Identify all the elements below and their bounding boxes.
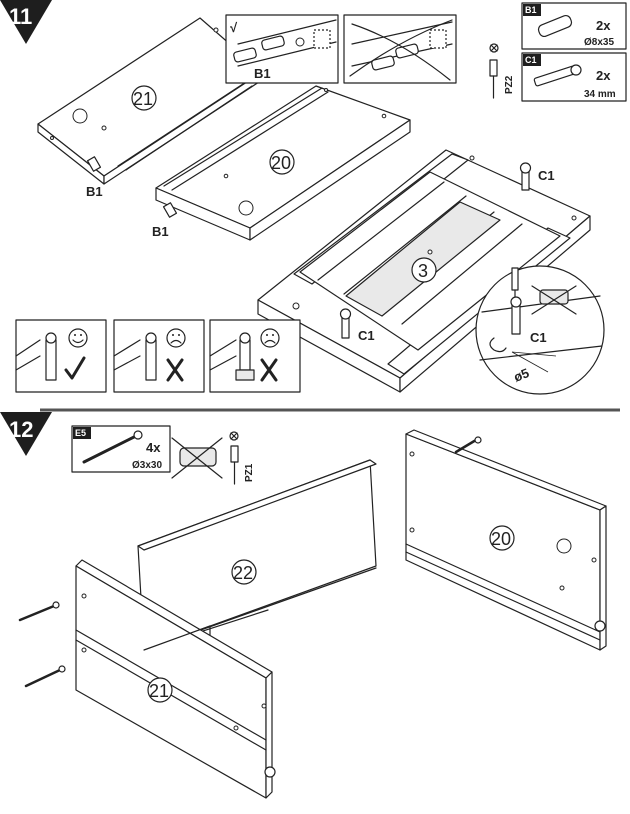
rotate-arrow-icon <box>489 337 507 353</box>
part-21-label: 21 <box>133 89 153 109</box>
c1-label-front: C1 <box>358 328 375 343</box>
smiley-sad-icon <box>260 328 280 348</box>
cam-c1-right: C1 <box>519 162 555 191</box>
legend-b1-size: Ø8x35 <box>584 37 614 48</box>
screw-e5-bottom <box>24 665 66 688</box>
cross-icon <box>260 358 278 382</box>
tool-pz1-label: PZ1 <box>244 463 255 482</box>
cross-icon <box>351 23 451 81</box>
screwdriver-icon <box>511 267 519 291</box>
panel-20-side: 20 <box>405 429 607 651</box>
legend-c1: C1 2x 34 mm <box>521 52 627 102</box>
drill-crossed-icon <box>531 285 577 315</box>
legend-c1-code: C1 <box>525 55 537 65</box>
part-22-label: 22 <box>233 563 253 583</box>
b1-label-check: B1 <box>254 66 271 81</box>
step-11-badge: 11 <box>0 0 52 44</box>
legend-e5-code: E5 <box>75 428 86 438</box>
legend-c1-qty: 2x <box>596 68 611 83</box>
screwdriver-icon <box>489 59 498 77</box>
legend-e5-size: Ø3x30 <box>132 460 162 471</box>
screw-e5-top <box>18 601 60 622</box>
check-box-bad-1 <box>113 319 205 393</box>
cam-c1-front: C1 <box>339 308 375 343</box>
part-3-label: 3 <box>418 261 428 281</box>
check-box-bad-2 <box>209 319 301 393</box>
tool-pz1: PZ1 <box>229 431 255 485</box>
screwdriver-icon <box>230 445 239 463</box>
legend-b1-code: B1 <box>525 5 537 15</box>
panel-20: 20 <box>155 85 411 241</box>
step-12-badge: 12 <box>0 412 52 456</box>
legend-b1-qty: 2x <box>596 18 611 33</box>
legend-b1: B1 2x Ø8x35 <box>521 2 627 50</box>
tool-pz2: PZ2 <box>489 43 515 99</box>
smiley-happy-icon <box>68 328 88 348</box>
b1-label-left: B1 <box>86 184 103 199</box>
legend-c1-size: 34 mm <box>584 89 616 100</box>
detail-wrong-box <box>343 14 457 84</box>
smiley-sad-icon <box>166 328 186 348</box>
part-20-label: 20 <box>271 153 291 173</box>
legend-e5: E5 4x Ø3x30 <box>71 425 171 473</box>
c1-label-zoom: C1 <box>530 330 547 345</box>
zoom-angle: ø5 <box>512 365 532 385</box>
step-12-number: 12 <box>9 417 33 442</box>
step-11-number: 11 <box>9 4 32 29</box>
part-20b-label: 20 <box>491 529 511 549</box>
no-drill <box>171 437 223 479</box>
legend-e5-qty: 4x <box>146 440 161 455</box>
zoom-detail: C1 ø5 <box>475 265 605 395</box>
b1-label-mid: B1 <box>152 224 169 239</box>
check-icon <box>64 356 86 380</box>
tool-pz2-label: PZ2 <box>504 75 515 94</box>
panel-21: 21 <box>37 17 263 185</box>
c1-label-right: C1 <box>538 168 555 183</box>
part-21b-label: 21 <box>149 681 169 701</box>
check-mark: √ <box>230 20 238 35</box>
panel-21-side: 21 <box>75 559 276 799</box>
detail-correct-box: √ B1 <box>225 14 339 84</box>
cross-icon <box>166 358 184 382</box>
panel-22: 22 <box>137 459 377 651</box>
check-box-ok <box>15 319 107 393</box>
